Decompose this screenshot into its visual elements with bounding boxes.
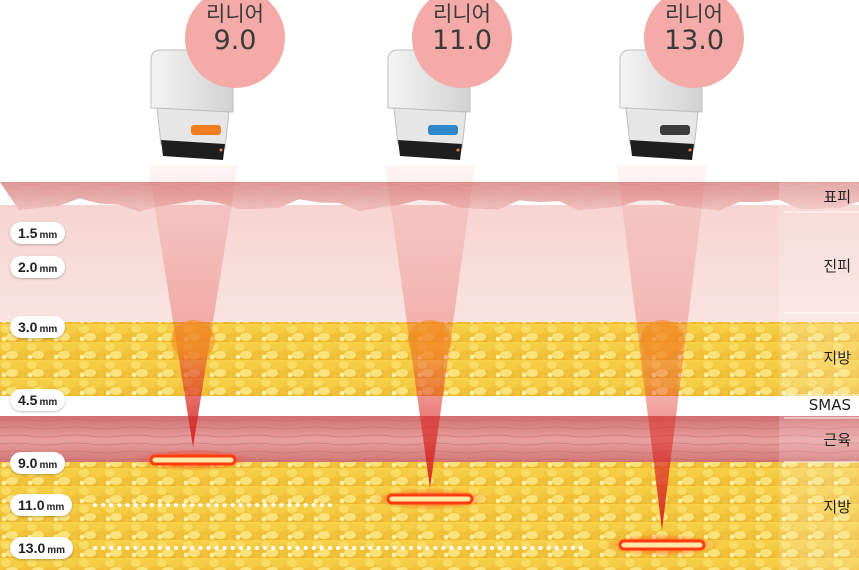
probe-badge-value: 11.0 (431, 25, 493, 56)
layer-label-smas: SMAS (808, 396, 851, 414)
probe-led (688, 148, 692, 152)
probe-badge-name: 리니어 (665, 2, 723, 26)
probe-tip-label (428, 125, 458, 135)
beam-fat-highlight (408, 320, 452, 360)
beam-fat-highlight (640, 320, 684, 360)
probe-2 (387, 49, 471, 160)
beam-fat-highlight (171, 320, 215, 360)
probe-tip-label (191, 125, 221, 135)
probe-transducer (398, 140, 462, 160)
probe-tip-label (660, 125, 690, 135)
focus-point-2 (386, 493, 474, 505)
probe-led (456, 148, 460, 152)
probe-badge-2: 리니어 11.0 (412, 0, 512, 88)
probe-badge-name: 리니어 (433, 2, 491, 26)
layer-label-fat-lower: 지방 (823, 498, 851, 516)
probe-badge-value: 13.0 (663, 25, 725, 56)
label-column (779, 182, 859, 570)
layer-label-muscle: 근육 (823, 431, 851, 449)
probe-led (219, 148, 223, 152)
probe-badge-name: 리니어 (206, 2, 264, 26)
ultrasound-beam-1 (148, 165, 238, 447)
focus-point-1 (149, 454, 237, 466)
layer-label-fat-upper: 지방 (823, 349, 851, 367)
layer-label-epidermis: 표피 (823, 188, 851, 206)
focus-point-3 (618, 539, 706, 551)
probe-badge-1: 리니어 9.0 (185, 0, 285, 88)
layer-label-dermis: 진피 (823, 257, 851, 275)
probe-transducer (630, 140, 694, 160)
probe-badge-3: 리니어 13.0 (644, 0, 744, 88)
probe-transducer (161, 140, 225, 160)
probe-badge-value: 9.0 (213, 25, 257, 56)
